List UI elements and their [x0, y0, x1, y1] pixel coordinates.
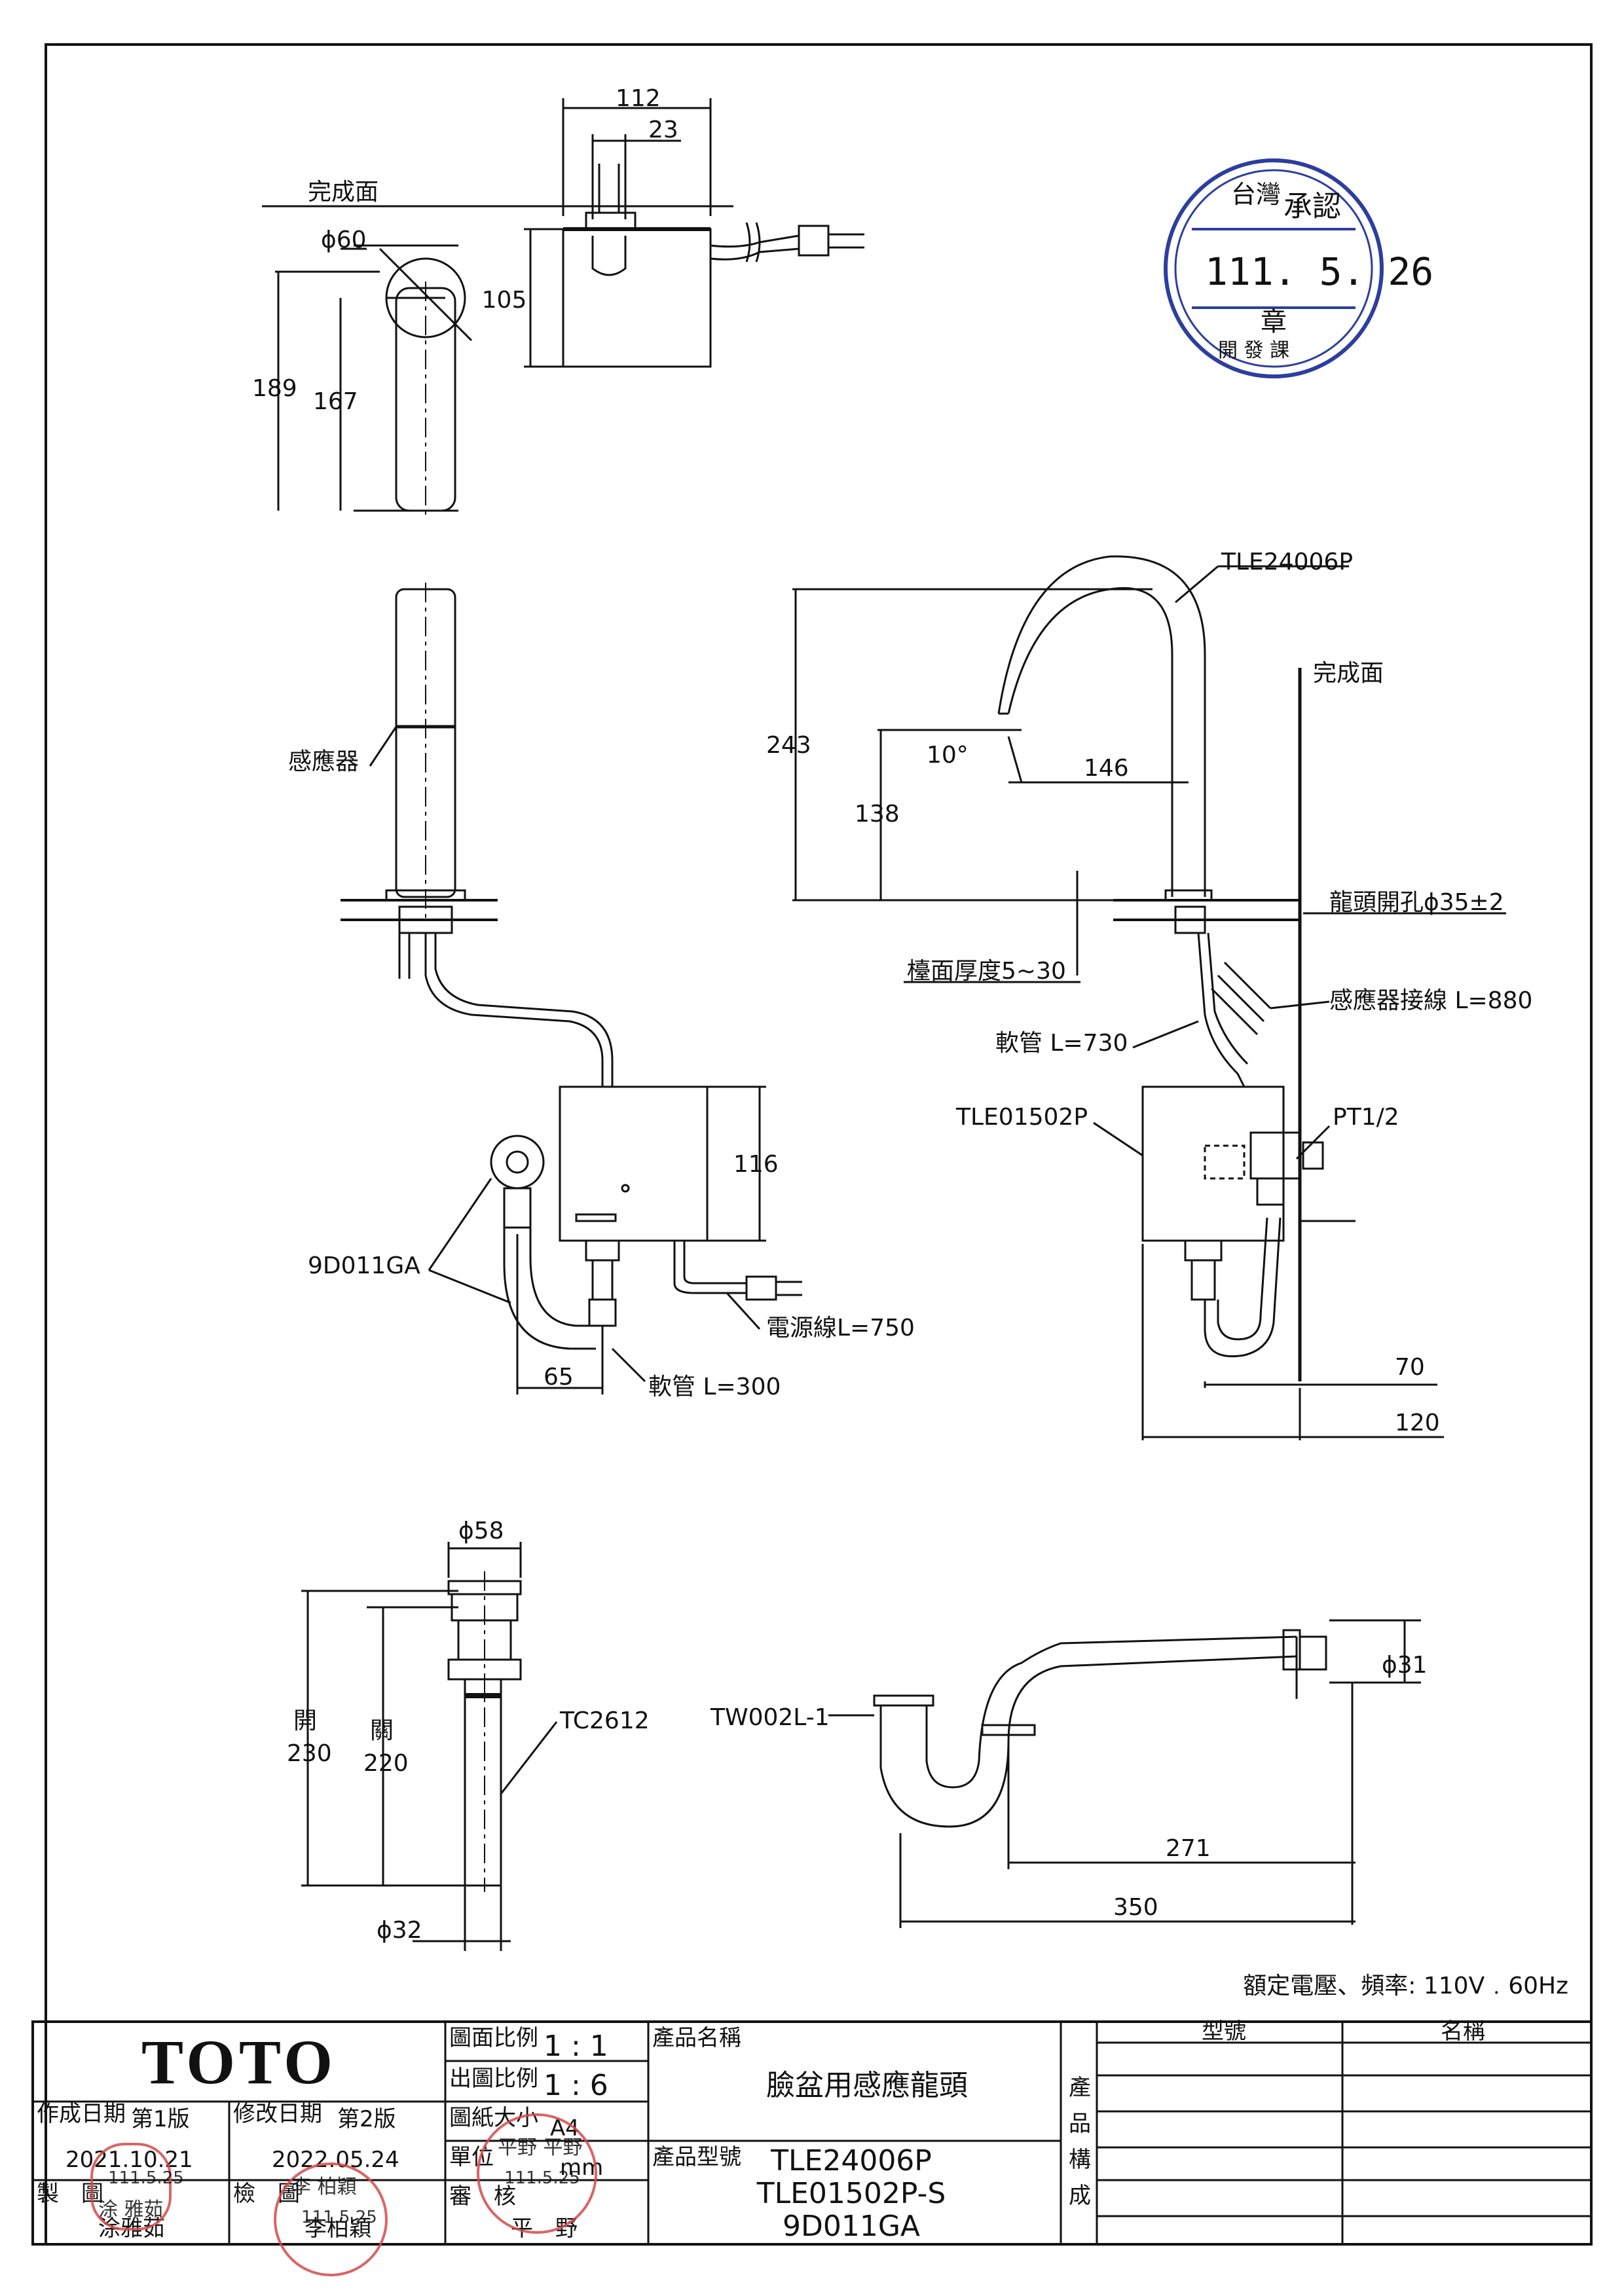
signature-stamps [90, 2113, 597, 2276]
pt-thread-label: PT1/2 [1333, 1104, 1399, 1131]
dim-243: 243 [766, 732, 811, 759]
valve-label: 9D011GA [308, 1252, 420, 1279]
approved-stamp-date: 111.5.25 [504, 2168, 580, 2188]
dim-120: 120 [1395, 1410, 1440, 1436]
dim-112: 112 [616, 85, 661, 112]
sensor-cable-label: 感應器接線 L=880 [1329, 987, 1532, 1014]
close-label: 關 [370, 1717, 394, 1744]
angle-10-label: 10° [927, 742, 969, 769]
trap-view [828, 1619, 1421, 1928]
side-assembly [792, 555, 1506, 1440]
composition-char-2: 品 [1069, 2111, 1091, 2137]
rated-voltage-note: 額定電壓、頻率: 110V﹒60Hz [1243, 1973, 1568, 1999]
dim-65: 65 [544, 1364, 574, 1391]
power-cord-label: 電源線L=750 [766, 1315, 915, 1341]
approval-stamp-line1: 台灣 [1231, 180, 1281, 209]
model-1: TLE24006P [770, 2144, 932, 2178]
print-scale-value: 1 : 6 [544, 2069, 608, 2102]
approval-stamp-seal: 章 [1261, 307, 1287, 337]
scale-label: 圖面比例 [449, 2025, 538, 2051]
dim-70: 70 [1395, 1354, 1425, 1381]
dim-189: 189 [252, 375, 297, 402]
phi58-label: ϕ58 [458, 1518, 504, 1544]
revised-date-label: 修改日期 [233, 2101, 322, 2127]
control-box-label: TLE01502P [955, 1104, 1088, 1131]
drain-view [301, 1542, 558, 1951]
checked-label: 檢 圖 [233, 2181, 300, 2207]
open-230: 230 [287, 1740, 332, 1767]
paper-size-label: 圖紙大小 [449, 2105, 538, 2131]
product-name-label: 產品名稱 [652, 2025, 741, 2051]
unit-label: 單位 [449, 2144, 494, 2170]
dim-271: 271 [1166, 1835, 1211, 1862]
faucet-model-label: TLE24006P [1221, 549, 1353, 575]
sensor-label: 感應器 [288, 748, 359, 775]
created-date: 2021.10.21 [65, 2147, 193, 2173]
drawn-stamp-date: 111.5.25 [108, 2168, 184, 2188]
approved-stamp-seal: 平野 平野 [498, 2136, 583, 2159]
approval-stamp-bottom: 開 發 課 [1218, 339, 1289, 362]
open-label: 開 [293, 1707, 317, 1734]
dim-116: 116 [733, 1151, 779, 1178]
model-2: TLE01502P-S [756, 2177, 946, 2210]
approval-stamp-line2: 承認 [1283, 190, 1341, 223]
col-model-header: 型號 [1202, 2018, 1246, 2045]
close-220: 220 [363, 1750, 409, 1777]
dim-146: 146 [1084, 755, 1129, 782]
dim-138: 138 [855, 801, 900, 828]
top-view [262, 98, 864, 368]
checked-name: 李柏穎 [304, 2215, 371, 2242]
hose-730-label: 軟管 L=730 [995, 1030, 1128, 1057]
approval-stamp [1164, 158, 1384, 378]
revised-date: 2022.05.24 [272, 2147, 399, 2173]
finish-surface-label-2: 完成面 [1313, 660, 1384, 687]
product-name: 臉盆用感應龍頭 [766, 2069, 968, 2102]
checked-stamp-seal: 李 柏穎 [291, 2176, 357, 2198]
drain-model-label: TC2612 [559, 1707, 650, 1734]
product-model-label: 產品型號 [652, 2144, 741, 2170]
hole-diameter-label: 龍頭開孔ϕ35±2 [1329, 889, 1504, 916]
approved-name: 平 野 [511, 2215, 578, 2242]
composition-char-4: 成 [1069, 2183, 1091, 2209]
print-scale-label: 出圖比例 [449, 2066, 538, 2092]
dim-105: 105 [482, 287, 527, 314]
hose-300-label: 軟管 L=300 [648, 1374, 781, 1400]
scale-value: 1 : 1 [544, 2030, 608, 2063]
finish-surface-label: 完成面 [308, 179, 378, 206]
dim-167: 167 [313, 388, 358, 415]
composition-char-1: 產 [1069, 2075, 1091, 2101]
revised-version: 第2版 [337, 2106, 396, 2132]
model-3: 9D011GA [783, 2210, 920, 2243]
created-version: 第1版 [131, 2106, 190, 2132]
title-block-grid [31, 2020, 1593, 2246]
phi60-label: ϕ60 [321, 227, 367, 253]
phi32-label: ϕ32 [377, 1917, 422, 1944]
approval-stamp-date: 111. 5. 26 [1205, 249, 1433, 294]
dim-23: 23 [648, 117, 678, 143]
spout-side-view [275, 244, 473, 517]
col-name-header: 名稱 [1441, 2018, 1485, 2045]
dim-350: 350 [1113, 1894, 1158, 1921]
toto-logo: TOTO [141, 2027, 337, 2097]
composition-char-3: 構 [1069, 2147, 1091, 2173]
phi31-label: ϕ31 [1382, 1652, 1428, 1679]
created-date-label: 作成日期 [37, 2101, 126, 2127]
checked-stamp-date: 111.5.25 [301, 2208, 377, 2227]
front-assembly [341, 583, 802, 1394]
trap-model-label: TW002L-1 [710, 1704, 830, 1731]
counter-thickness-label: 檯面厚度5~30 [907, 958, 1066, 985]
drawn-stamp-seal: 涂 雅茹 [98, 2198, 164, 2221]
